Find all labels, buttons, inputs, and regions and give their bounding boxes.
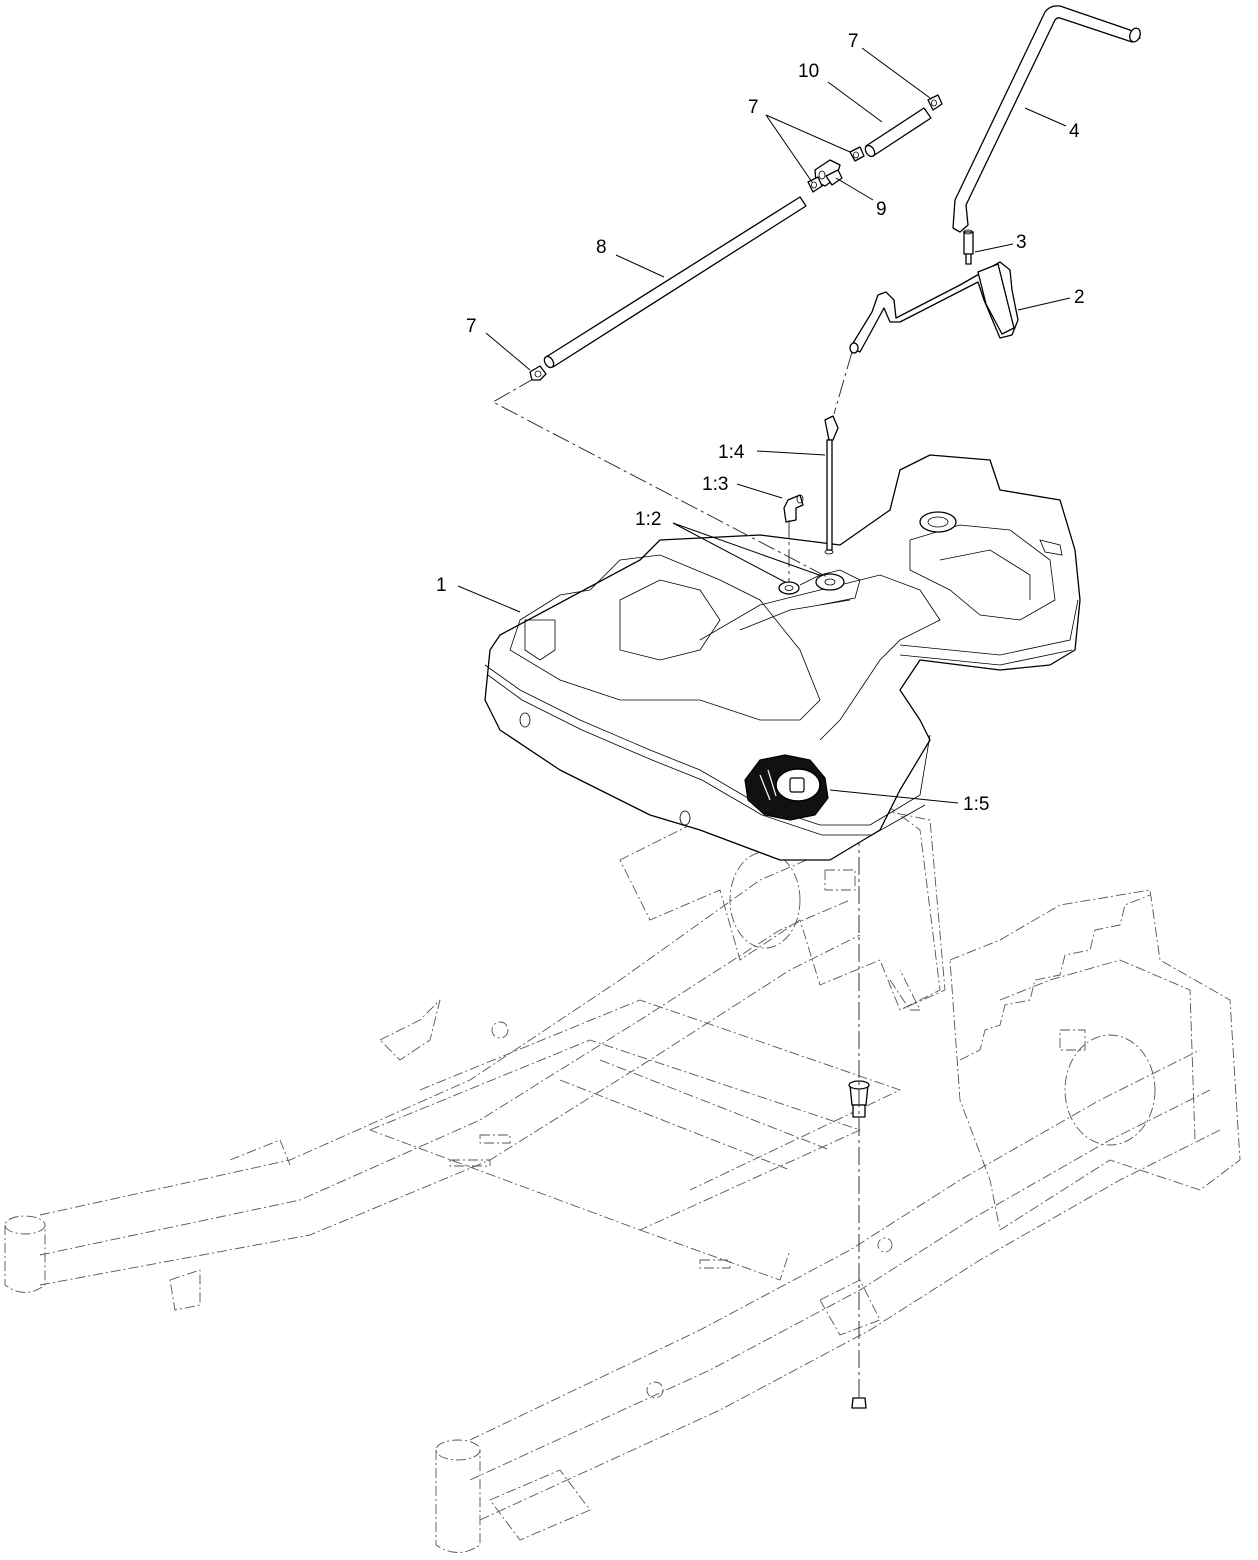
bottom-nut	[851, 1397, 867, 1409]
clamp-7-valve-right	[849, 146, 865, 162]
callout-1: 1	[436, 575, 447, 596]
callout-labels: 1 1:2 1:3 1:4 1:5 2 3 4 7 7 7 8 9 10	[436, 31, 1085, 815]
callout-3: 3	[1016, 232, 1027, 253]
callout-8: 8	[596, 237, 607, 258]
pickup-tube	[824, 415, 839, 555]
mower-frame	[4, 799, 1241, 1553]
assembly-line-1	[491, 377, 830, 579]
callout-10: 10	[798, 61, 819, 82]
hose-10	[864, 107, 932, 158]
callout-7-top: 7	[848, 31, 859, 52]
connector-3	[963, 229, 974, 265]
vent-line-2	[849, 261, 1019, 354]
callout-1-3: 1:3	[702, 474, 728, 495]
callout-9: 9	[876, 199, 887, 220]
callout-7-valve: 7	[748, 97, 759, 118]
leader-lines	[457, 47, 1071, 804]
callout-1-4: 1:4	[718, 442, 745, 463]
fuel-tank	[484, 454, 1081, 861]
fuel-gauge	[744, 754, 829, 821]
callout-2: 2	[1074, 287, 1085, 308]
callout-1-2: 1:2	[635, 509, 661, 530]
hose-8	[543, 196, 807, 369]
clamp-7-lower	[529, 365, 547, 381]
callout-1-5: 1:5	[963, 794, 989, 815]
assembly-line-3	[833, 351, 853, 415]
elbow-fitting	[783, 494, 804, 523]
callout-4: 4	[1069, 121, 1080, 142]
callout-7-lower: 7	[466, 316, 477, 337]
clamp-7-top	[927, 94, 943, 111]
vent-hose-4	[952, 5, 1141, 233]
